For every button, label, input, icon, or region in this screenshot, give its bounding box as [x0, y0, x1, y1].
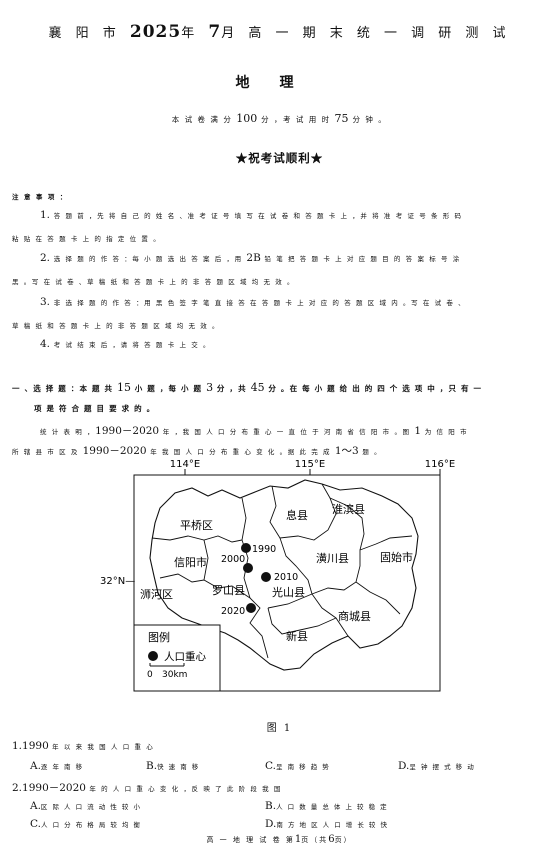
- scale-label: 30km: [162, 670, 187, 680]
- district-shihe: 浉河区: [140, 588, 173, 601]
- question-1-stem: 1.1990 年 以 来 我 国 人 口 重 心: [12, 740, 155, 752]
- point-label-1990: 1990: [252, 544, 276, 555]
- district-xixian: 息县: [286, 508, 308, 522]
- district-huaibin: 淮滨县: [332, 502, 365, 516]
- subject-title: 地理: [235, 75, 324, 91]
- lat-label-32: 32°N—: [100, 576, 135, 587]
- intro-line-1: 统 计 表 明 ，1990－2020 年 ，我 国 人 口 分 布 重 心 一 …: [40, 425, 469, 437]
- center-point-2000: [243, 563, 253, 573]
- good-luck-banner: ★祝考试顺利★: [235, 151, 324, 165]
- center-point-2020: [246, 603, 256, 613]
- district-huangchuan: 潢川县: [316, 552, 349, 565]
- legend-title: 图例: [148, 630, 170, 644]
- exam-title: 襄 阳 市 2025年 7月 高 一 期 末 统 一 调 研 测 试: [48, 22, 511, 42]
- question-1-option-b[interactable]: B.快 速 南 移: [146, 760, 200, 772]
- legend-dot-icon: [148, 651, 158, 661]
- intro-line-2: 所 辖 县 市 区 及 1990－2020 年 我 国 人 口 分 布 重 心 …: [12, 445, 383, 457]
- notice-item-2-cont: 黑 。写 在 试 卷 、草 稿 纸 和 答 题 卡 上 的 非 答 题 区 域 …: [12, 278, 296, 286]
- district-pingqiao: 平桥区: [180, 519, 213, 532]
- legend-item-label: 人口重心: [164, 650, 206, 663]
- lon-label-116: 116°E: [425, 459, 455, 470]
- lon-label-115: 115°E: [295, 459, 325, 470]
- question-1-option-c[interactable]: C.呈 南 移 趋 势: [265, 760, 331, 772]
- notice-item-2: 2. 选 择 题 的 作 答 ：每 小 题 选 出 答 案 后 ，用 2B 铅 …: [40, 252, 461, 264]
- point-label-2020: 2020: [221, 606, 245, 617]
- map-frame: [133, 474, 441, 692]
- question-2-option-c[interactable]: C.人 口 分 布 格 局 较 均 衡: [30, 818, 142, 830]
- question-2-stem: 2.1990－2020 年 的 人 口 重 心 变 化 ，反 映 了 此 阶 段…: [12, 782, 283, 794]
- district-xinyang: 信阳市: [174, 555, 207, 569]
- question-2-option-d[interactable]: D.南 方 地 区 人 口 增 长 较 快: [265, 818, 389, 830]
- point-label-2010: 2010: [274, 572, 298, 583]
- notice-item-1: 1. 答 题 前 ，先 将 自 己 的 姓 名 、准 考 证 号 填 写 在 试…: [40, 209, 463, 221]
- question-2-option-a[interactable]: A.区 际 人 口 流 动 性 较 小: [30, 800, 142, 812]
- district-xinxian: 新县: [286, 629, 308, 643]
- notice-item-1-cont: 粘 贴 在 答 题 卡 上 的 指 定 位 置 。: [12, 235, 162, 243]
- section-1-heading: 一 、选 择 题 ：本 题 共 15 小 题 ，每 小 题 3 分 ，共 45 …: [12, 381, 483, 394]
- district-luoshan: 罗山县: [212, 584, 245, 597]
- notice-title: 注 意 事 项 ：: [12, 193, 68, 201]
- score-line: 本 试 卷 满 分 100 分 ，考 试 用 时 75 分 钟 。: [171, 112, 388, 125]
- figure-caption: 图 1: [266, 723, 293, 734]
- district-gushi: 固始市: [380, 550, 413, 564]
- section-1-heading-cont: 项 是 符 合 题 目 要 求 的 。: [34, 404, 156, 413]
- question-2-option-b[interactable]: B.人 口 数 量 总 体 上 较 稳 定: [265, 800, 389, 812]
- center-point-1990: [241, 543, 251, 553]
- scale-zero: 0: [147, 670, 153, 680]
- city-boundary: [149, 479, 419, 671]
- lon-label-114: 114°E: [170, 459, 200, 470]
- district-guangshan: 光山县: [272, 585, 305, 599]
- district-shangcheng: 商城县: [338, 609, 371, 623]
- xinyang-map-figure: 114°E 115°E 116°E 32°N— 平桥区 浉河区 信阳市 息县 淮…: [100, 459, 455, 692]
- notice-item-4: 4. 考 试 结 束 后 ，请 将 答 题 卡 上 交 。: [40, 338, 212, 350]
- center-point-2010: [261, 572, 271, 582]
- map-legend: [133, 624, 221, 692]
- notice-item-3-cont: 草 稿 纸 和 答 题 卡 上 的 非 答 题 区 域 均 无 效 。: [12, 322, 221, 330]
- notice-item-3: 3. 非 选 择 题 的 作 答 ：用 黑 色 签 字 笔 直 接 答 在 答 …: [40, 296, 467, 308]
- page-footer: 高 一 地 理 试 卷 第1页（共6页）: [206, 834, 353, 845]
- question-1-option-d[interactable]: D.呈 钟 摆 式 移 动: [398, 760, 476, 772]
- point-label-2000: 2000: [221, 554, 245, 565]
- question-1-option-a[interactable]: A.逐 年 南 移: [30, 760, 84, 772]
